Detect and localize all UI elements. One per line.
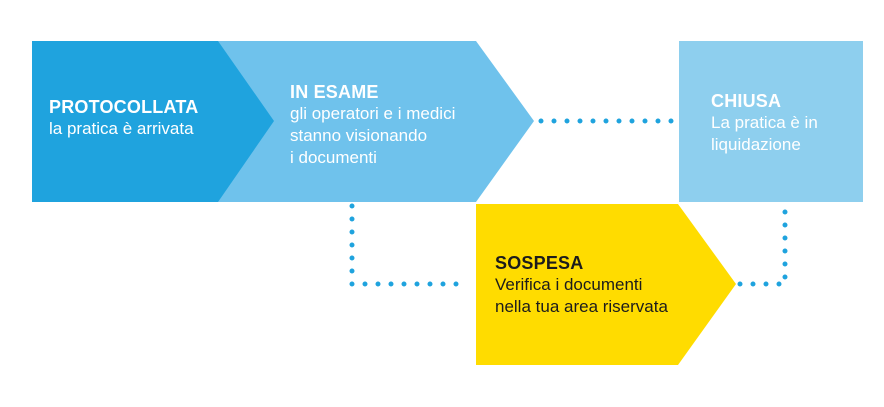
connector-sospesa-to-chiusa (737, 203, 788, 287)
step-in-esame: IN ESAME gli operatori e i medici stanno… (290, 81, 455, 169)
step-sospesa-description-1: Verifica i documenti (495, 275, 643, 294)
step-chiusa-description-2: liquidazione (711, 135, 801, 154)
step-chiusa-shape (679, 41, 863, 202)
step-protocollata-title: PROTOCOLLATA (49, 97, 199, 117)
step-sospesa-description-2: nella tua area riservata (495, 297, 668, 316)
step-in-esame-description-2: stanno visionando (290, 126, 428, 145)
step-in-esame-description-3: i documenti (290, 148, 377, 167)
step-chiusa-title: CHIUSA (711, 91, 782, 111)
step-chiusa-description-1: La pratica è in (711, 113, 818, 132)
step-protocollata-shape (32, 41, 274, 202)
step-sospesa: SOSPESA Verifica i documenti nella tua a… (495, 252, 668, 318)
step-in-esame-shape (212, 41, 534, 202)
step-in-esame-title: IN ESAME (290, 82, 379, 102)
step-sospesa-shape (476, 204, 736, 365)
dotted-connectors (349, 118, 788, 287)
step-chiusa: CHIUSA La pratica è in liquidazione (711, 90, 818, 156)
step-protocollata-description: la pratica è arrivata (49, 119, 194, 138)
step-sospesa-title: SOSPESA (495, 253, 584, 273)
step-in-esame-description-1: gli operatori e i medici (290, 104, 456, 123)
connector-in-esame-to-sospesa (349, 203, 471, 287)
step-protocollata: PROTOCOLLATA la pratica è arrivata (49, 96, 198, 140)
